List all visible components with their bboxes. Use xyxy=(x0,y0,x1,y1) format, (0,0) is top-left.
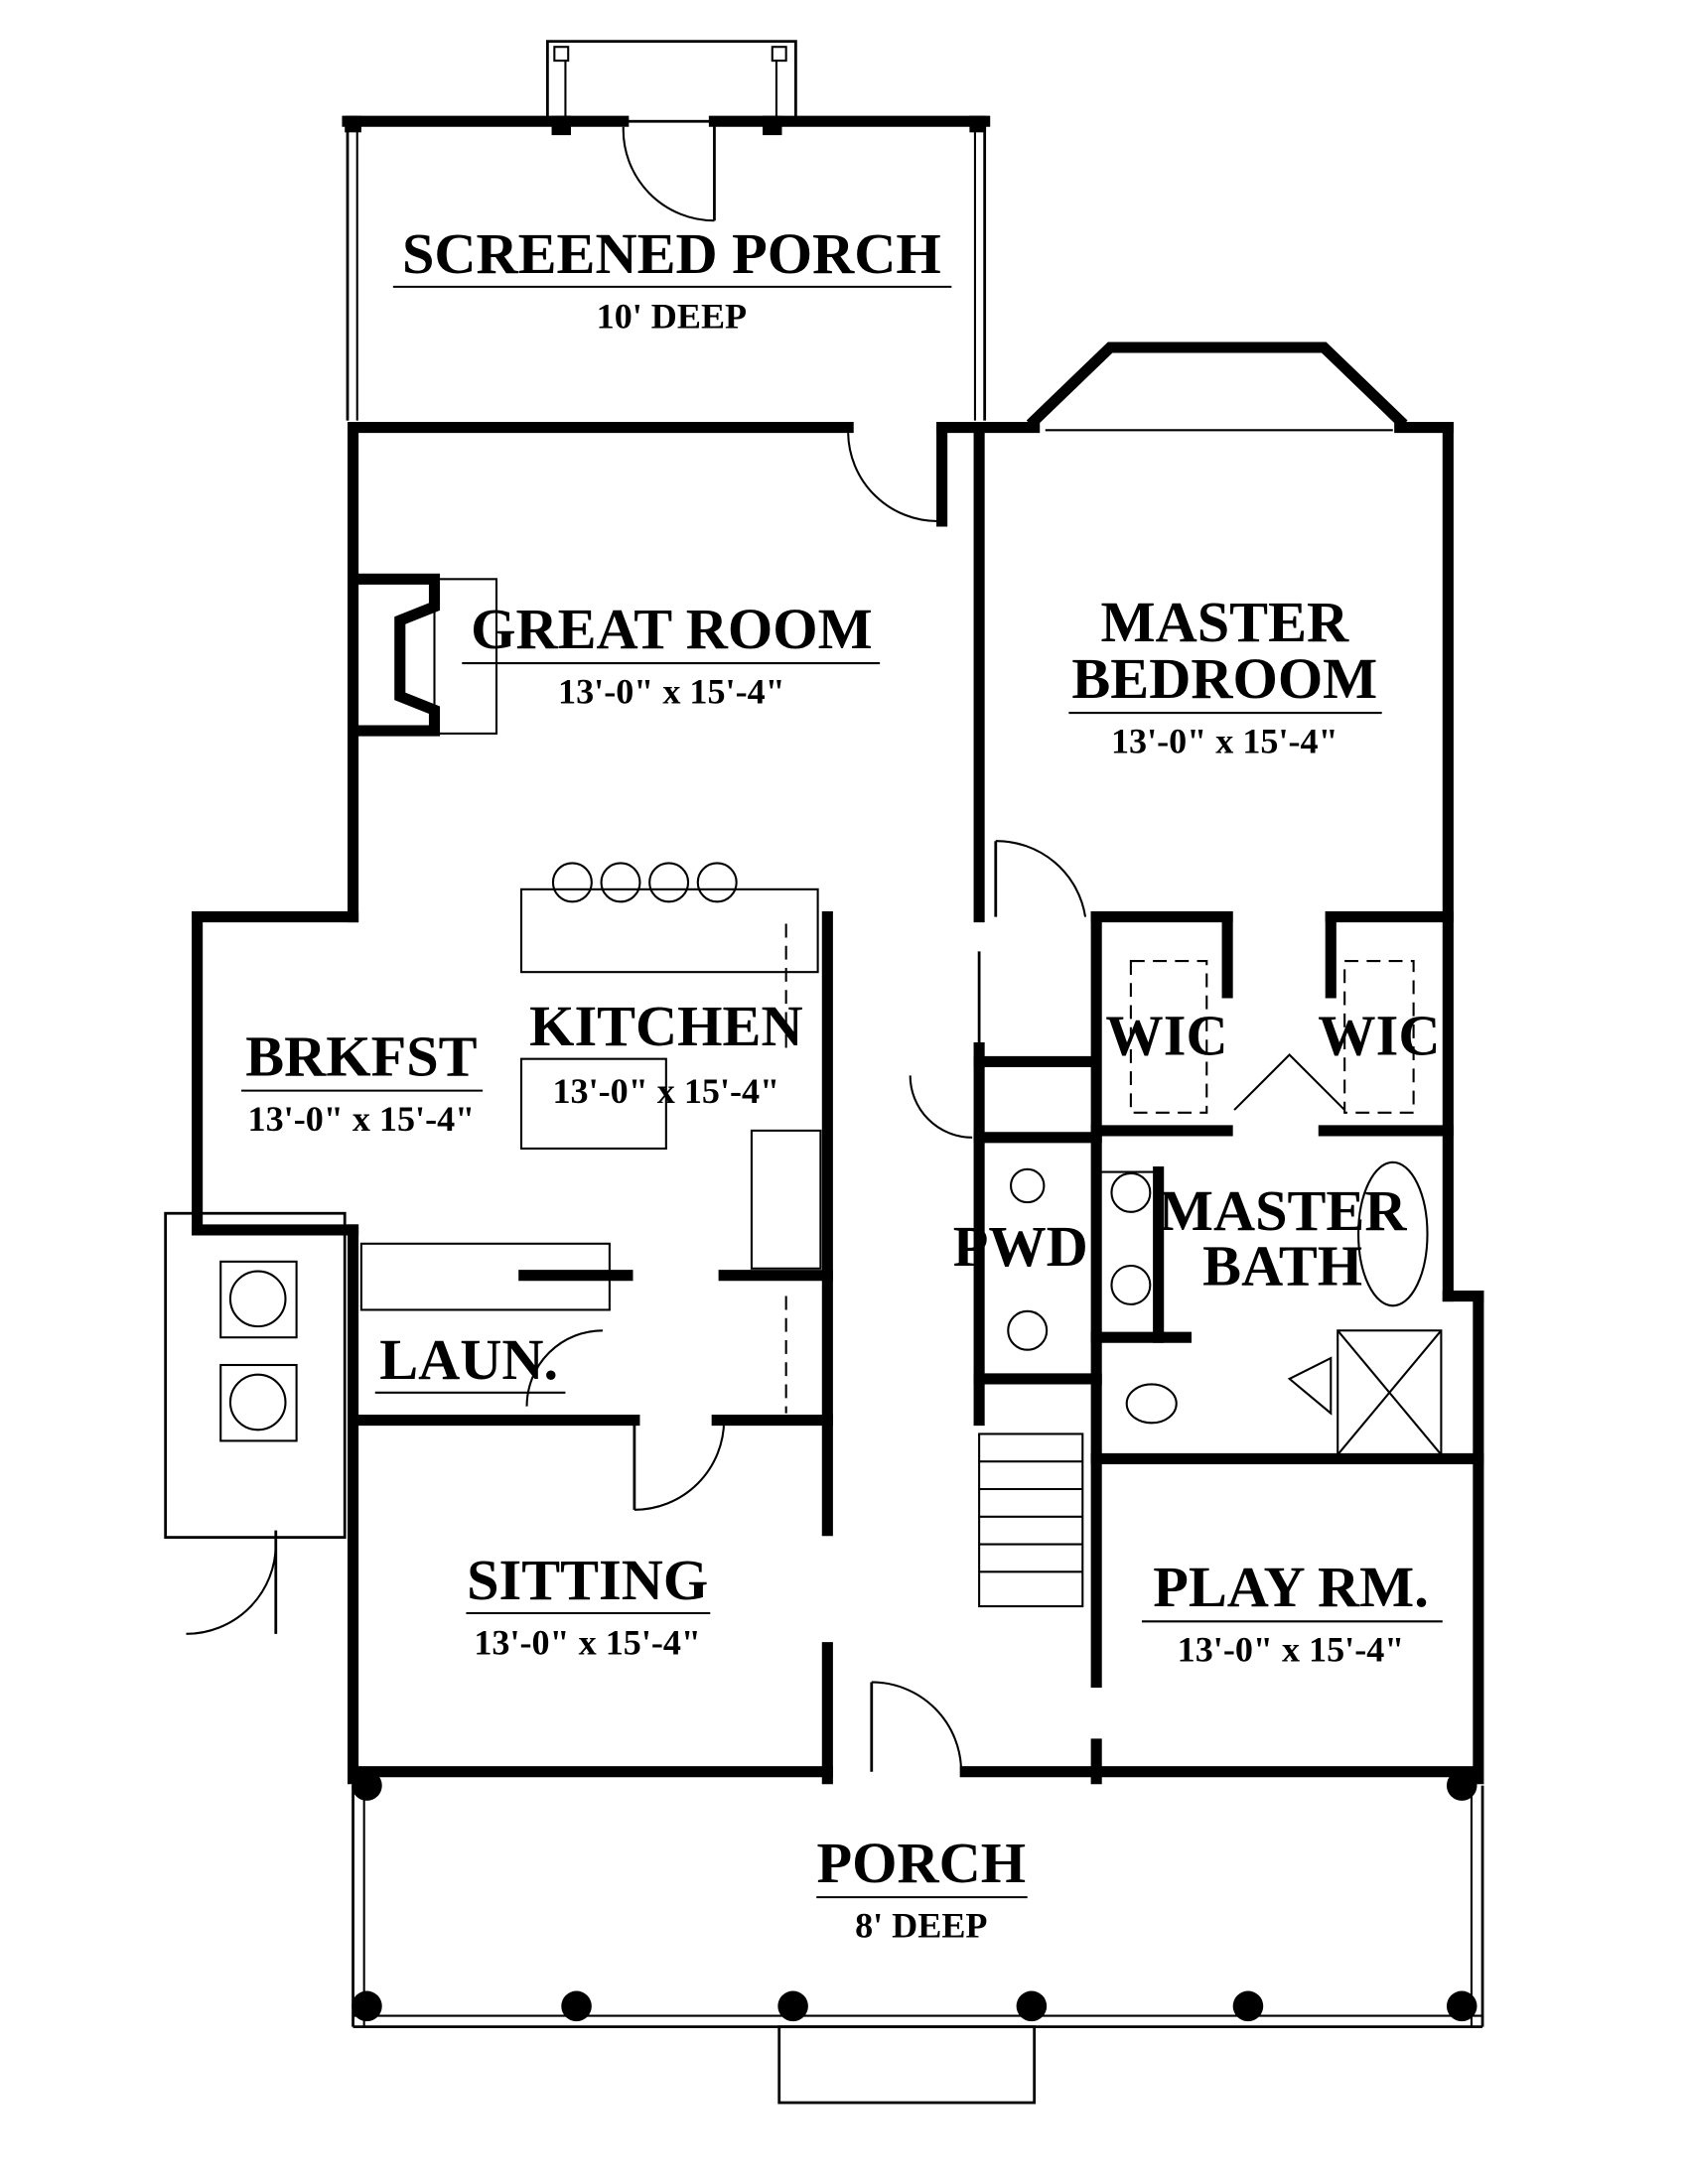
doors xyxy=(186,840,1345,1772)
porch-column xyxy=(352,1990,382,2022)
laundry-label: LAUN. xyxy=(379,1327,558,1392)
fixtures xyxy=(164,862,1443,1608)
powder-label: PWD xyxy=(953,1214,1088,1279)
screened-porch-size: 10' DEEP xyxy=(597,297,747,337)
porch-size: 8' DEEP xyxy=(855,1905,987,1945)
fireplace xyxy=(355,573,498,737)
master-bedroom-label: MASTER xyxy=(1101,590,1349,654)
wic-left-label: WIC xyxy=(1105,1004,1227,1068)
screened-porch-label: SCREENED PORCH xyxy=(402,221,941,286)
interior-walls xyxy=(348,422,1484,1785)
porch-column xyxy=(1016,1990,1048,2022)
breakfast-size: 13'-0" x 15'-4" xyxy=(248,1099,476,1139)
kitchen-label: KITCHEN xyxy=(529,994,802,1058)
porch-column xyxy=(561,1990,592,2022)
master-bath-label: MASTER xyxy=(1159,1178,1407,1243)
sitting-label: SITTING xyxy=(467,1548,708,1612)
master-bedroom-label-2: BEDROOM xyxy=(1071,646,1377,711)
front-porch xyxy=(352,1770,1484,2105)
play-room-size: 13'-0" x 15'-4" xyxy=(1178,1630,1405,1670)
porch-column xyxy=(777,1990,808,2022)
exterior-walls xyxy=(192,341,1484,1785)
porch-column xyxy=(1446,1770,1477,1801)
stairs xyxy=(978,1433,1084,1608)
room-labels: SCREENED PORCH 10' DEEP GREAT ROOM 13'-0… xyxy=(241,221,1443,1945)
screened-porch-walls xyxy=(342,40,991,421)
great-room-size: 13'-0" x 15'-4" xyxy=(558,671,785,711)
porch-column xyxy=(1446,1990,1477,2022)
porch-label: PORCH xyxy=(816,1831,1026,1895)
kitchen-size: 13'-0" x 15'-4" xyxy=(553,1071,780,1111)
porch-column xyxy=(352,1770,382,1801)
porch-column xyxy=(1232,1990,1264,2022)
master-bath-label-2: BATH xyxy=(1202,1233,1362,1297)
play-room-label: PLAY RM. xyxy=(1153,1555,1429,1619)
wic-right-label: WIC xyxy=(1318,1004,1440,1068)
breakfast-label: BRKFST xyxy=(245,1024,477,1088)
sitting-size: 13'-0" x 15'-4" xyxy=(474,1623,701,1663)
great-room-label: GREAT ROOM xyxy=(471,597,873,661)
master-bedroom-size: 13'-0" x 15'-4" xyxy=(1111,721,1338,760)
